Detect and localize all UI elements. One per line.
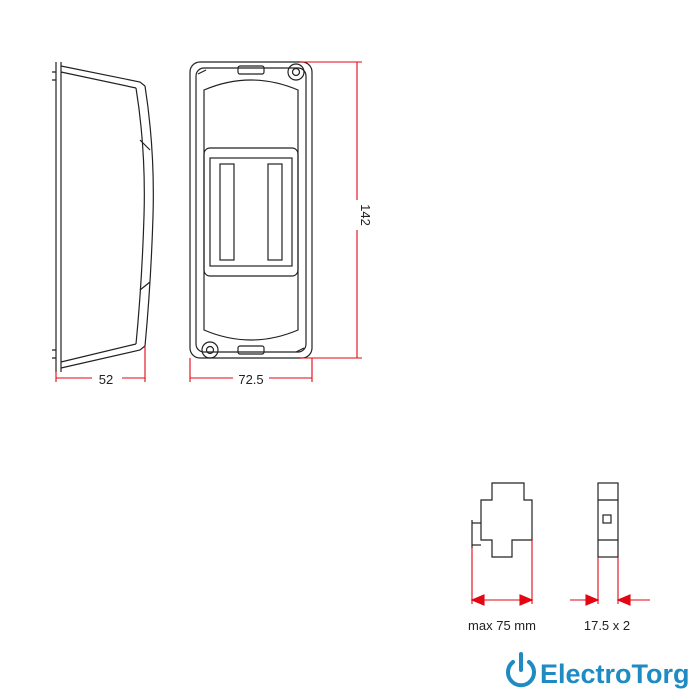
- height-label: 142: [358, 204, 373, 226]
- module-width-label: 17.5 x 2: [584, 618, 630, 633]
- module-front-profile: [597, 482, 619, 558]
- power-icon: [506, 652, 536, 688]
- module-side-profile: [471, 482, 533, 558]
- brand-logo: ElectroTorg: [506, 652, 690, 689]
- front-view: [189, 61, 313, 359]
- width-label: 72.5: [238, 372, 263, 387]
- module-depth-label: max 75 mm: [468, 618, 536, 633]
- module-width-dimension: [570, 557, 650, 606]
- dimension-lines: [55, 61, 362, 382]
- depth-label: 52: [99, 372, 113, 387]
- module-depth-dimension: [470, 540, 534, 606]
- side-view: [52, 62, 154, 372]
- brand-name: ElectroTorg: [540, 659, 690, 689]
